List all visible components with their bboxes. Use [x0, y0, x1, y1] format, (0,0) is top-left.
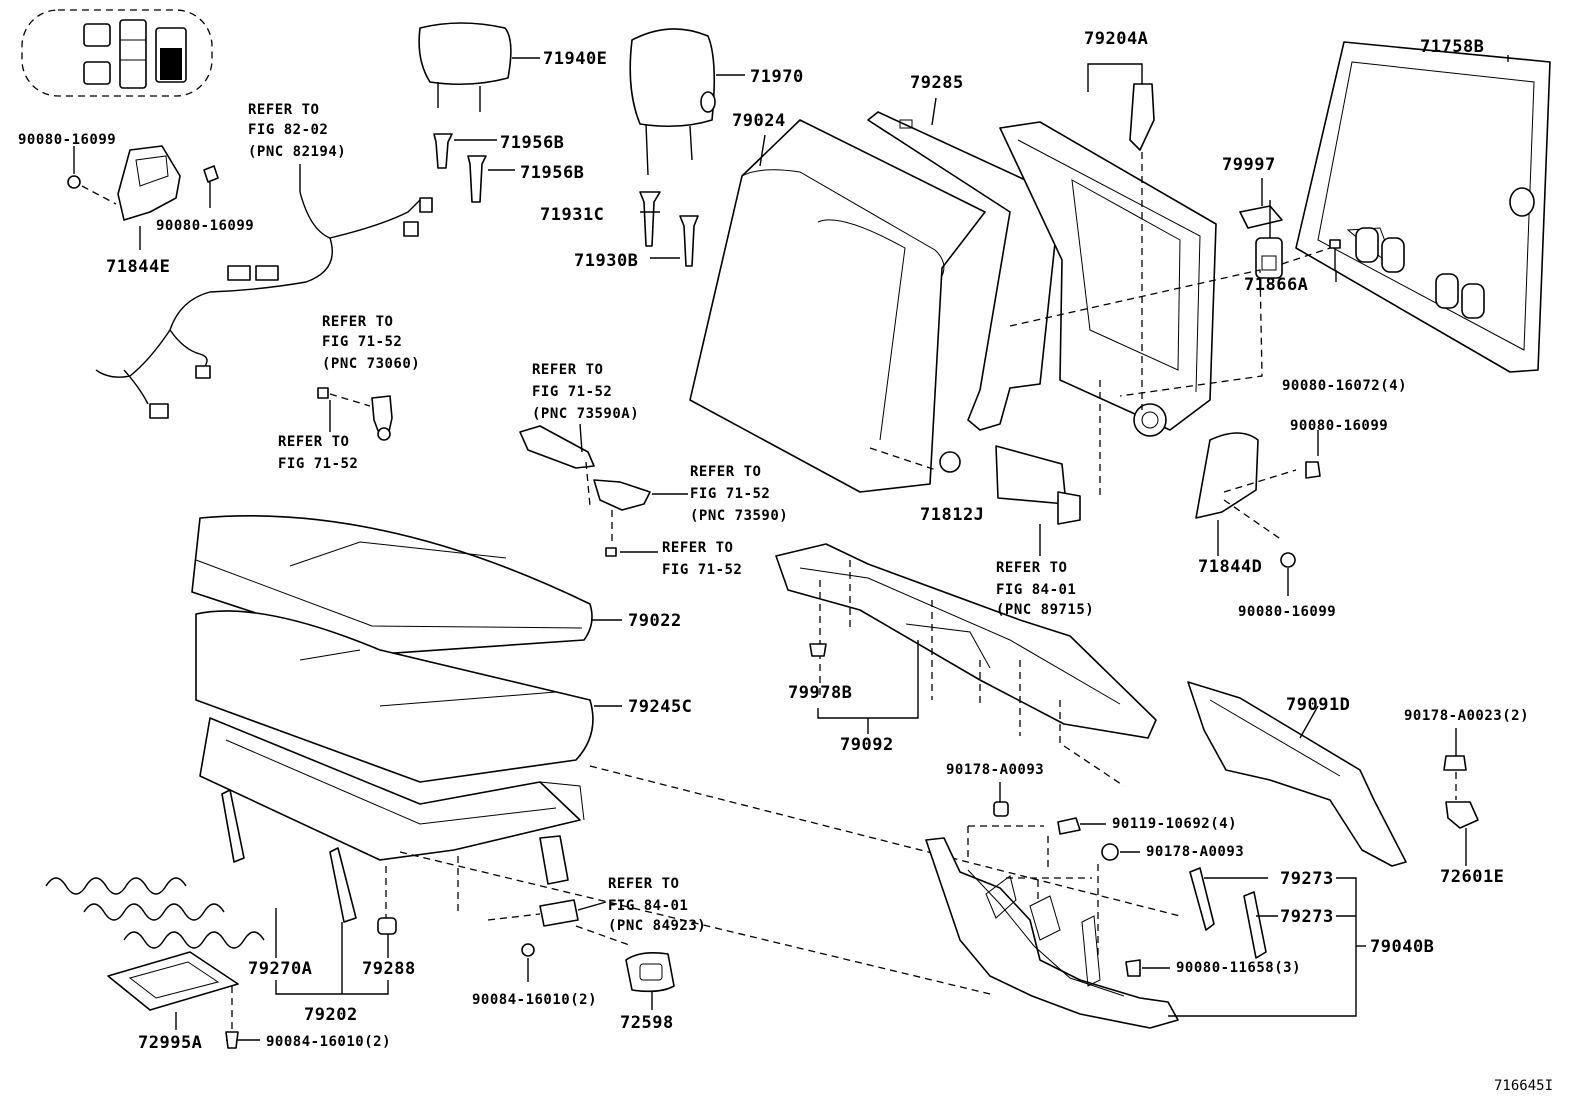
- label-90080-16072: 90080-16072(4): [1282, 378, 1407, 394]
- seatback-dashed-leaders: [1009, 152, 1331, 500]
- label-79273-a: 79273: [1280, 869, 1334, 889]
- refer-note-84923-line3: (PNC 84923): [608, 918, 706, 934]
- seatback-cover-79024: [689, 119, 986, 493]
- hinge-cover-71844e: [67, 145, 219, 250]
- label-90080-16099-d: 90080-16099: [1238, 604, 1336, 620]
- label-79202: 79202: [304, 1005, 358, 1025]
- plate-72995a: [107, 951, 260, 1049]
- label-79024: 79024: [732, 111, 786, 131]
- bolt-90080-16072: [1329, 239, 1341, 282]
- refer-note-84923-line2: FIG 84-01: [608, 898, 688, 914]
- label-90080-11658: 90080-11658(3): [1176, 960, 1301, 976]
- label-79022: 79022: [628, 611, 682, 631]
- label-72598: 72598: [620, 1013, 674, 1033]
- label-79270a: 79270A: [248, 959, 312, 979]
- label-79092: 79092: [840, 735, 894, 755]
- seatback-board-79285: [867, 97, 1061, 431]
- label-71844e: 71844E: [106, 257, 170, 277]
- label-90080-16099-c: 90080-16099: [1290, 418, 1388, 434]
- seat-cushion-pad-79245c: [195, 610, 622, 783]
- refer-note-73590-line3: (PNC 73590): [690, 508, 788, 524]
- label-90084-16010-a: 90084-16010(2): [266, 1034, 391, 1050]
- part-labels: 71940E 71970 79285 79204A 71758B 79024 7…: [18, 29, 1553, 1094]
- seatback-frame-79204a: [999, 63, 1217, 437]
- label-90119-10692: 90119-10692(4): [1112, 816, 1237, 832]
- seat-rail-79092: [775, 543, 1157, 787]
- seatback-back-board-71758b: [1295, 41, 1551, 373]
- cover-71866a: [1255, 200, 1283, 279]
- leader-79202: [275, 922, 389, 995]
- seat-springs-79270a: [45, 877, 277, 958]
- refer-note-73590a-line1: REFER TO: [532, 362, 603, 378]
- label-71930b: 71930B: [574, 251, 638, 271]
- refer-note-73590-line1: REFER TO: [690, 464, 761, 480]
- label-90080-16099-a: 90080-16099: [18, 132, 116, 148]
- refer-note-89715-line2: FIG 84-01: [996, 582, 1076, 598]
- label-71956b-1: 71956B: [500, 133, 564, 153]
- label-71956b-2: 71956B: [520, 163, 584, 183]
- refer-note-7152-a-line2: FIG 71-52: [278, 456, 358, 472]
- headrest-guides: [433, 133, 699, 267]
- brackets-79273: [1168, 867, 1366, 1017]
- label-71866a: 71866A: [1244, 275, 1308, 295]
- label-90084-16010-b: 90084-16010(2): [472, 992, 597, 1008]
- seatbelt-strap-73590a: [519, 423, 688, 557]
- label-90080-16099-b: 90080-16099: [156, 218, 254, 234]
- label-79285: 79285: [910, 73, 964, 93]
- seat-module-89715: [995, 445, 1081, 556]
- label-71844d: 71844D: [1198, 557, 1262, 577]
- refer-note-73060-line2: FIG 71-52: [322, 334, 402, 350]
- refer-note-84923-line1: REFER TO: [608, 876, 679, 892]
- grommet-71812j: [869, 447, 961, 473]
- refer-note-73590a-line2: FIG 71-52: [532, 384, 612, 400]
- label-79273-b: 79273: [1280, 907, 1334, 927]
- refer-note-73590a-line3: (PNC 73590A): [532, 406, 639, 422]
- label-71970: 71970: [750, 67, 804, 87]
- figure-id: 716645I: [1494, 1078, 1553, 1094]
- refer-note-82194-line2: FIG 82-02: [248, 122, 328, 138]
- nut-90178-a0023: [1443, 728, 1479, 866]
- label-72995a: 72995A: [138, 1033, 202, 1053]
- refer-note-82194-line1: REFER TO: [248, 102, 319, 118]
- label-79204a: 79204A: [1084, 29, 1148, 49]
- label-71758b: 71758B: [1420, 37, 1484, 57]
- label-90178-a0093-b: 90178-A0093: [1146, 844, 1244, 860]
- bumper-79288: [377, 917, 397, 958]
- label-79997: 79997: [1222, 155, 1276, 175]
- label-79288: 79288: [362, 959, 416, 979]
- bracket-79997: [1239, 178, 1283, 229]
- refer-note-7152-b-line2: FIG 71-52: [662, 562, 742, 578]
- label-90178-a0093-a: 90178-A0093: [946, 762, 1044, 778]
- label-71812j: 71812J: [920, 505, 984, 525]
- label-79245c: 79245C: [628, 697, 692, 717]
- rail-cover-79091d: [1187, 681, 1407, 867]
- label-90178-a0023: 90178-A0023(2): [1404, 708, 1529, 724]
- label-79091d: 79091D: [1286, 695, 1350, 715]
- refer-note-7152-b-line1: REFER TO: [662, 540, 733, 556]
- refer-note-73060-line1: REFER TO: [322, 314, 393, 330]
- label-72601e: 72601E: [1440, 867, 1504, 887]
- refer-note-89715-line3: (PNC 89715): [996, 602, 1094, 618]
- pad-72598: [625, 952, 675, 1010]
- refer-note-73590-line2: FIG 71-52: [690, 486, 770, 502]
- refer-note-73060-line3: (PNC 73060): [322, 356, 420, 372]
- hinge-bracket-79040b: [925, 782, 1179, 1029]
- label-79978b: 79978B: [788, 683, 852, 703]
- wire-harness: [95, 164, 433, 419]
- refer-note-82194-line3: (PNC 82194): [248, 144, 346, 160]
- seat-cushion-frame: [199, 717, 1181, 995]
- refer-note-7152-a-line1: REFER TO: [278, 434, 349, 450]
- headrest-71970: [629, 28, 745, 176]
- seatbelt-buckle-73060: [317, 387, 393, 441]
- vehicle-seat-location-icon: [21, 9, 213, 97]
- label-71931c: 71931C: [540, 205, 604, 225]
- refer-notes: REFER TO FIG 82-02 (PNC 82194) REFER TO …: [248, 102, 1094, 934]
- headrest-71940e: [418, 22, 540, 112]
- hinge-cover-71844d: [1195, 430, 1321, 596]
- label-79040b: 79040B: [1370, 937, 1434, 957]
- label-71940e: 71940E: [543, 49, 607, 69]
- refer-note-89715-line1: REFER TO: [996, 560, 1067, 576]
- sensor-84923: [487, 899, 633, 982]
